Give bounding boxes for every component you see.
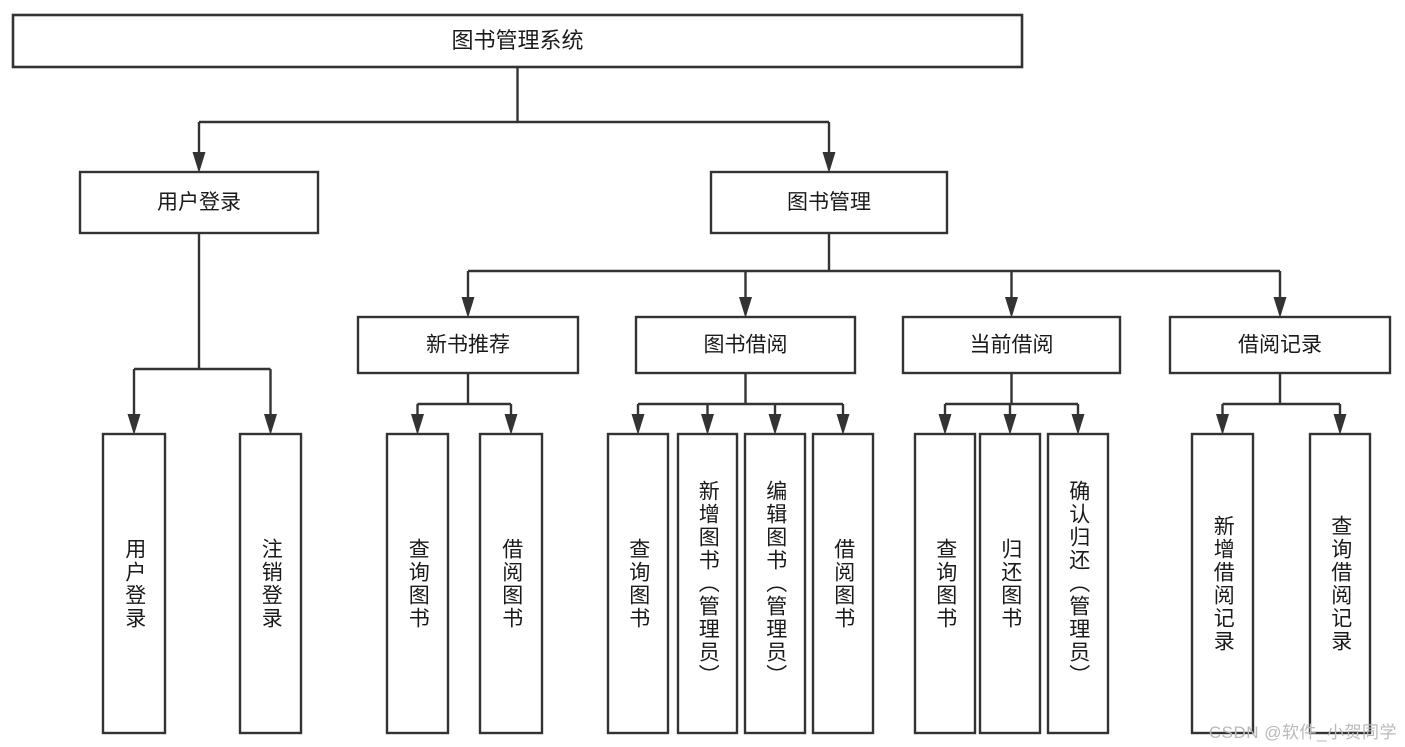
node-box-leaf-edit-book xyxy=(743,432,807,735)
arrow-head-icon-leaf-edit-book xyxy=(768,414,782,435)
node-box-leaf-query-book-recommend xyxy=(385,432,450,735)
node-label-current-borrow: 当前借阅 xyxy=(970,334,1054,357)
node-leaf-add-borrow-record[interactable] xyxy=(1190,432,1255,735)
arrow-head-icon-leaf-add-borrow-record xyxy=(1216,414,1229,435)
arrow-head-icon-leaf-add-book xyxy=(701,414,714,435)
node-box-user-login xyxy=(78,170,320,235)
connector-line-recommend-to-leaves xyxy=(416,373,513,414)
arrow-head-icon-book-manage xyxy=(822,152,836,173)
node-leaf-query-book-borrow[interactable] xyxy=(606,432,670,735)
node-box-leaf-add-book xyxy=(676,432,739,735)
node-leaf-return-book[interactable] xyxy=(978,432,1042,735)
node-label-root: 图书管理系统 xyxy=(451,28,583,53)
arrow-head-icon-current-borrow xyxy=(1005,297,1018,318)
arrow-head-icon-leaf-query-book-borrow xyxy=(631,414,645,435)
connector-line-book-manage-to-level2 xyxy=(466,233,1282,297)
node-box-leaf-borrow-book-recommend xyxy=(478,432,544,735)
arrow-head-icon-leaf-return-book xyxy=(1003,414,1017,435)
node-leaf-query-book-recommend[interactable] xyxy=(385,432,450,735)
connector-user-login-to-leaves xyxy=(127,233,277,435)
node-box-leaf-logout-login xyxy=(238,432,303,735)
node-box-borrow-record xyxy=(1168,315,1392,375)
node-leaf-query-borrow-record[interactable] xyxy=(1308,432,1372,735)
node-box-leaf-query-book-current xyxy=(913,432,977,735)
connector-borrow-to-leaves xyxy=(631,373,850,435)
node-borrow-record[interactable]: 借阅记录 xyxy=(1168,315,1392,375)
node-box-book-borrow xyxy=(634,315,857,375)
arrow-head-icon-leaf-query-book-current xyxy=(938,414,952,435)
arrow-head-icon-user-login xyxy=(192,152,206,173)
node-leaf-borrow-book[interactable] xyxy=(811,432,875,735)
node-current-borrow[interactable]: 当前借阅 xyxy=(901,315,1122,375)
node-box-leaf-query-book-borrow xyxy=(606,432,670,735)
node-box-leaf-borrow-book xyxy=(811,432,875,735)
connector-line-record-to-leaves xyxy=(1221,373,1342,414)
node-leaf-confirm-return[interactable] xyxy=(1046,432,1110,735)
node-box-leaf-return-book xyxy=(978,432,1042,735)
node-new-book-recommend[interactable]: 新书推荐 xyxy=(356,315,580,375)
node-leaf-borrow-book-recommend[interactable] xyxy=(478,432,544,735)
arrow-head-icon-new-book-recommend xyxy=(461,297,475,318)
connector-line-borrow-to-leaves xyxy=(636,373,845,414)
node-label-book-manage: 图书管理 xyxy=(787,191,871,214)
arrow-head-icon-leaf-query-book-recommend xyxy=(411,414,424,435)
connector-line-current-to-leaves xyxy=(943,373,1080,414)
node-box-leaf-query-borrow-record xyxy=(1308,432,1372,735)
connector-layer xyxy=(127,67,1347,435)
node-leaf-logout-login[interactable] xyxy=(238,432,303,735)
arrow-head-icon-leaf-query-borrow-record xyxy=(1333,414,1347,435)
connector-record-to-leaves xyxy=(1216,373,1347,435)
connector-root-to-level1 xyxy=(192,67,836,173)
node-box-leaf-confirm-return xyxy=(1046,432,1110,735)
connector-line-user-login-to-leaves xyxy=(132,233,272,414)
node-book-borrow[interactable]: 图书借阅 xyxy=(634,315,857,375)
node-box-leaf-user-login xyxy=(101,432,167,735)
connector-line-root-to-level1 xyxy=(197,67,831,152)
arrow-head-icon-book-borrow xyxy=(739,297,752,318)
connector-current-to-leaves xyxy=(938,373,1085,435)
arrow-head-icon-leaf-logout-login xyxy=(264,414,277,435)
node-label-new-book-recommend: 新书推荐 xyxy=(426,334,510,357)
node-box-book-manage xyxy=(709,170,949,235)
arrow-head-icon-leaf-borrow-book xyxy=(836,414,850,435)
connector-recommend-to-leaves xyxy=(411,373,518,435)
arrow-head-icon-borrow-record xyxy=(1273,297,1287,318)
node-box-current-borrow xyxy=(901,315,1122,375)
node-leaf-add-book[interactable] xyxy=(676,432,739,735)
connector-book-manage-to-level2 xyxy=(461,233,1287,318)
node-box-new-book-recommend xyxy=(356,315,580,375)
node-root[interactable]: 图书管理系统 xyxy=(11,13,1024,69)
arrow-head-icon-leaf-borrow-book-recommend xyxy=(504,414,518,435)
node-leaf-user-login[interactable] xyxy=(101,432,167,735)
arrow-head-icon-leaf-confirm-return xyxy=(1071,414,1085,435)
node-label-user-login: 用户登录 xyxy=(157,191,241,214)
node-box-leaf-add-borrow-record xyxy=(1190,432,1255,735)
node-leaf-query-book-current[interactable] xyxy=(913,432,977,735)
node-box-root xyxy=(11,13,1024,69)
arrow-head-icon-leaf-user-login xyxy=(127,414,141,435)
node-book-manage[interactable]: 图书管理 xyxy=(709,170,949,235)
node-leaf-edit-book[interactable] xyxy=(743,432,807,735)
node-label-book-borrow: 图书借阅 xyxy=(704,334,788,357)
node-user-login[interactable]: 用户登录 xyxy=(78,170,320,235)
watermark-credit: CSDN @软件_小贺同学 xyxy=(1208,723,1397,742)
node-label-borrow-record: 借阅记录 xyxy=(1238,334,1322,357)
